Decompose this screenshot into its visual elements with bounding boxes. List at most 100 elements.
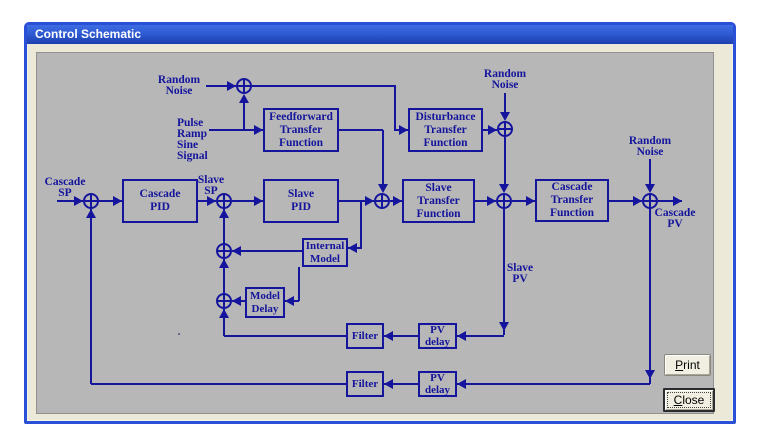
connector <box>57 200 83 202</box>
block-text: Slave <box>287 188 315 200</box>
block-text: Model <box>250 290 280 302</box>
block-text: Internal <box>305 240 345 252</box>
connector <box>232 200 263 202</box>
connector <box>339 129 383 131</box>
summing-junction-slave-sp <box>216 193 232 209</box>
arrowhead <box>384 331 393 341</box>
block-model-delay: Model Delay <box>245 287 285 318</box>
arrowhead <box>500 112 510 121</box>
summing-junction-noise-input <box>236 78 252 94</box>
connector <box>243 97 245 130</box>
connector <box>223 209 225 243</box>
arrowhead <box>232 246 241 256</box>
arrowhead <box>254 125 263 135</box>
block-cascade-pid: Cascade PID <box>122 179 198 223</box>
arrowhead <box>74 196 83 206</box>
connector <box>90 209 92 384</box>
block-text: Transfer <box>279 123 323 136</box>
block-text: Cascade <box>139 188 181 200</box>
title-bar[interactable]: Control Schematic <box>27 25 733 44</box>
arrowhead <box>219 259 229 268</box>
arrowhead <box>113 196 122 206</box>
block-text: delay <box>424 336 451 348</box>
connector <box>504 137 506 187</box>
block-text: PID <box>150 201 170 213</box>
block-text: Transfer <box>550 194 594 206</box>
connector <box>224 335 346 337</box>
connector <box>99 200 122 202</box>
block-text: Function <box>278 136 324 149</box>
block-slave-transfer-function: Slave Transfer Function <box>402 179 475 223</box>
arrowhead <box>285 296 294 306</box>
arrowhead <box>673 196 682 206</box>
arrowhead <box>365 196 374 206</box>
block-text: Function <box>416 207 461 220</box>
arrowhead <box>219 309 229 318</box>
arrowhead <box>399 125 408 135</box>
block-cascade-transfer-function: Cascade Transfer Function <box>535 179 609 222</box>
arrowhead <box>348 243 357 253</box>
connector <box>206 85 236 87</box>
block-pv-delay-bottom: PV delay <box>418 371 457 397</box>
connector <box>658 200 682 202</box>
block-text: Model <box>310 252 340 265</box>
summing-junction-cascade-pv <box>642 193 658 209</box>
summing-junction-internal-model <box>216 243 232 259</box>
block-internal-model: Internal Model <box>302 238 348 267</box>
block-text: Disturbance <box>415 110 476 123</box>
block-slave-pid: Slave PID <box>263 179 339 223</box>
block-text: PV <box>430 323 445 336</box>
block-text: Slave <box>425 181 452 194</box>
connector <box>298 267 300 301</box>
connector <box>339 200 374 202</box>
connector <box>209 129 263 131</box>
block-text: PV <box>430 371 445 384</box>
summing-junction-feedforward <box>374 193 390 209</box>
block-text: Function <box>423 136 468 149</box>
connector <box>504 93 506 115</box>
print-button[interactable]: Print <box>664 354 711 376</box>
focus-rectangle <box>667 392 711 408</box>
connector <box>223 259 225 293</box>
connector <box>394 85 396 130</box>
arrowhead <box>645 184 655 193</box>
arrowhead <box>393 196 402 206</box>
arrowhead <box>499 322 509 331</box>
arrowhead <box>487 196 496 206</box>
close-button-label: Close <box>673 393 705 407</box>
connector <box>503 209 505 335</box>
connector <box>457 383 650 385</box>
arrowhead <box>86 209 96 218</box>
close-button[interactable]: Close <box>663 388 715 412</box>
block-text: Delay <box>251 302 279 315</box>
summing-junction-disturbance-noise <box>497 121 513 137</box>
dialog-window: Control Schematic Cascade PID Slave PID … <box>24 22 736 424</box>
connector <box>384 335 418 337</box>
block-text: delay <box>424 384 451 396</box>
block-text: Transfer <box>417 194 460 207</box>
block-text: Filter <box>351 329 379 342</box>
stray-mark <box>178 333 180 335</box>
connector <box>232 250 302 252</box>
connector <box>91 383 346 385</box>
arrowhead <box>526 196 535 206</box>
arrowhead <box>219 209 229 218</box>
arrowhead <box>254 196 263 206</box>
connector <box>252 85 396 87</box>
arrowhead <box>457 379 466 389</box>
arrowhead <box>645 370 655 379</box>
block-text: Function <box>549 207 595 219</box>
schematic-canvas: Cascade PID Slave PID Feedforward Transf… <box>36 52 715 414</box>
connector <box>457 335 504 337</box>
connector <box>609 200 642 202</box>
arrowhead <box>633 196 642 206</box>
arrowhead <box>378 184 388 193</box>
arrowhead <box>499 184 509 193</box>
block-filter-top: Filter <box>346 323 384 349</box>
block-disturbance-transfer-function: Disturbance Transfer Function <box>408 108 483 152</box>
